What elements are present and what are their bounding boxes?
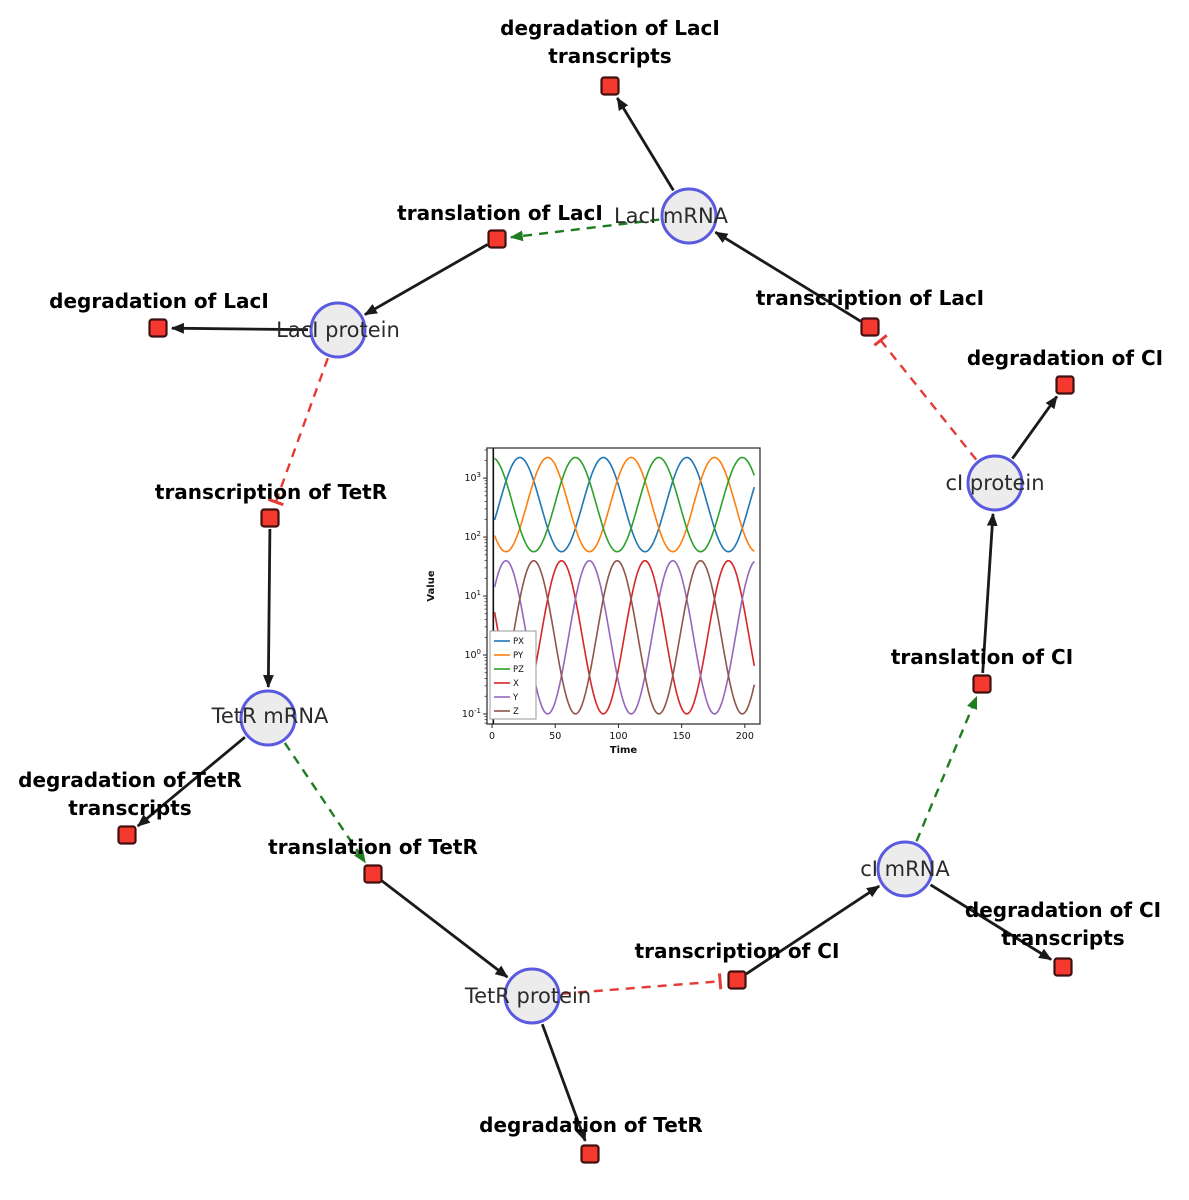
x-axis-label: Time bbox=[610, 745, 638, 756]
reaction-node-translation_tetr[interactable] bbox=[363, 864, 383, 884]
edge-production-transcription_tetr-to-tetr_mrna bbox=[263, 528, 274, 689]
edge-consumption-ci_protein-to-deg_ci bbox=[1011, 395, 1059, 460]
reaction-node-deg_laci_tx[interactable] bbox=[600, 76, 620, 96]
series-Z bbox=[493, 559, 756, 715]
x-tick-label: 150 bbox=[673, 731, 691, 742]
legend-label-PZ: PZ bbox=[513, 665, 524, 675]
reaction-node-translation_laci[interactable] bbox=[487, 229, 507, 249]
node-layer bbox=[117, 76, 1075, 1164]
edge-modifier-tetr_mrna-to-translation_tetr bbox=[283, 742, 367, 864]
y-tick-label: 102 bbox=[464, 530, 481, 543]
reaction-node-transcription_ci[interactable] bbox=[727, 970, 747, 990]
edge-consumption-tetr_protein-to-deg_tetr bbox=[540, 1023, 587, 1142]
y-tick-label: 10-1 bbox=[462, 707, 481, 720]
legend: PX PY PZ XYZ bbox=[489, 630, 537, 720]
species-node-tetr_mrna[interactable] bbox=[239, 689, 297, 747]
edge-inhibition-ci_protein-to-transcription_laci bbox=[873, 334, 978, 461]
legend-label-PY: PY bbox=[513, 651, 524, 661]
edge-inhibition-tetr_protein-to-transcription_ci bbox=[561, 973, 723, 995]
reaction-node-deg_ci_tx[interactable] bbox=[1053, 957, 1073, 977]
y-tick-label: 103 bbox=[464, 471, 481, 484]
species-node-laci_mrna[interactable] bbox=[660, 187, 718, 245]
x-tick-label: 100 bbox=[609, 731, 627, 742]
reaction-node-deg_ci[interactable] bbox=[1055, 375, 1075, 395]
edge-production-transcription_ci-to-ci_mrna bbox=[745, 884, 881, 976]
reaction-node-translation_ci[interactable] bbox=[972, 674, 992, 694]
edge-modifier-ci_mrna-to-translation_ci bbox=[915, 695, 978, 842]
y-axis-label: Value bbox=[426, 570, 437, 601]
x-tick-label: 200 bbox=[736, 731, 754, 742]
series-X bbox=[493, 559, 756, 715]
series-PX bbox=[493, 456, 756, 553]
legend-label-Z: Z bbox=[513, 707, 519, 717]
x-tick-label: 0 bbox=[489, 731, 495, 742]
y-tick-label: 100 bbox=[464, 648, 481, 661]
edge-layer bbox=[136, 97, 1059, 1142]
reaction-node-deg_tetr_tx[interactable] bbox=[117, 825, 137, 845]
legend-label-PX: PX bbox=[513, 637, 524, 647]
edge-production-translation_laci-to-laci_protein bbox=[363, 243, 489, 316]
legend-label-X: X bbox=[513, 679, 519, 689]
x-tick-label: 50 bbox=[549, 731, 561, 742]
species-node-laci_protein[interactable] bbox=[309, 301, 367, 359]
edge-production-transcription_laci-to-laci_mrna bbox=[714, 231, 862, 323]
edge-consumption-laci_protein-to-deg_laci bbox=[170, 322, 309, 334]
reaction-node-deg_laci[interactable] bbox=[148, 318, 168, 338]
species-node-ci_protein[interactable] bbox=[966, 454, 1024, 512]
series-PZ bbox=[494, 456, 756, 553]
edge-production-translation_ci-to-ci_protein bbox=[981, 512, 998, 674]
reaction-node-deg_tetr[interactable] bbox=[580, 1144, 600, 1164]
species-node-ci_mrna[interactable] bbox=[876, 840, 934, 898]
edge-production-translation_tetr-to-tetr_protein bbox=[380, 879, 509, 979]
edge-inhibition-laci_protein-to-transcription_tetr bbox=[267, 357, 329, 507]
series-PY bbox=[493, 456, 755, 553]
edge-consumption-laci_mrna-to-deg_laci_tx bbox=[616, 97, 675, 192]
edge-consumption-tetr_mrna-to-deg_tetr_tx bbox=[136, 736, 246, 828]
species-node-tetr_protein[interactable] bbox=[503, 967, 561, 1025]
y-tick-label: 101 bbox=[464, 589, 481, 602]
series-Y bbox=[493, 559, 755, 715]
reaction-node-transcription_laci[interactable] bbox=[860, 317, 880, 337]
edge-consumption-ci_mrna-to-deg_ci_tx bbox=[929, 883, 1053, 961]
reaction-node-transcription_tetr[interactable] bbox=[260, 508, 280, 528]
legend-label-Y: Y bbox=[512, 693, 519, 703]
edge-modifier-laci_mrna-to-translation_laci bbox=[509, 218, 660, 242]
